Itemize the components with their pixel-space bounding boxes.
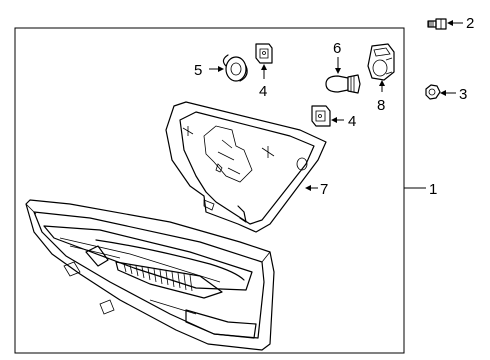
mounting-panel-part — [165, 101, 327, 233]
callout-5: 5 — [194, 62, 224, 79]
screw-part — [427, 18, 447, 30]
bulb-part — [325, 74, 361, 94]
grommet-part — [222, 54, 248, 82]
socket-part — [367, 43, 395, 81]
callout-1-label: 1 — [429, 181, 437, 198]
callout-2-label: 2 — [466, 15, 474, 32]
tail-lamp-housing — [25, 199, 275, 351]
callout-4b: 4 — [331, 113, 356, 130]
callout-7-label: 6 — [333, 40, 341, 57]
callout-4a-label: 4 — [259, 83, 267, 100]
nut-part — [425, 84, 441, 100]
callout-6: 7 — [305, 181, 328, 198]
callout-3-label: 3 — [459, 86, 467, 103]
callout-6-label: 7 — [320, 181, 328, 198]
callout-4b-label: 4 — [348, 113, 356, 130]
callout-5-label: 5 — [194, 62, 202, 79]
callout-2: 2 — [447, 15, 474, 32]
assembly-frame — [14, 27, 405, 354]
callout-4a: 4 — [259, 64, 267, 100]
callout-7: 6 — [333, 40, 341, 74]
callout-8-label: 8 — [377, 97, 385, 114]
clip-part-upper — [255, 43, 273, 64]
callout-8: 8 — [377, 80, 385, 114]
callout-1: 1 — [404, 181, 437, 198]
clip-part-lower — [311, 105, 331, 127]
callout-3: 3 — [440, 86, 467, 103]
